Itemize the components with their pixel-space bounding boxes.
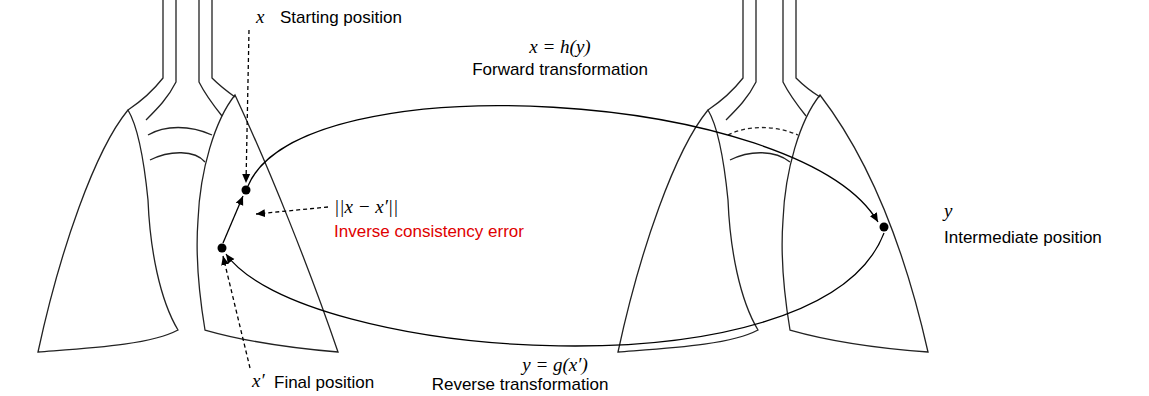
variable-label: y [944,200,952,222]
final-point [218,244,227,253]
equation-label: x = h(y) [529,36,590,58]
trachea [128,0,163,110]
reverse-arrow [226,233,884,346]
error-label: Inverse consistency error [334,222,524,242]
start-point [242,186,251,195]
trachea [199,0,222,116]
position-label: Final position [274,373,374,393]
heart-line [728,128,798,136]
leader-line [256,207,328,214]
transformation-label: Reverse transformation [432,375,609,395]
position-label: Intermediate position [944,228,1102,248]
leader-line [246,30,249,183]
intermediate-point [880,223,889,232]
trachea [783,0,806,116]
trachea [708,0,743,110]
trachea [796,0,820,97]
forward-arrow [248,106,878,222]
trachea [146,0,176,120]
error-formula: ||x − x′|| [334,196,398,218]
lung-outline [197,95,338,352]
lung-outline [38,110,178,352]
trachea [726,0,756,120]
trachea [212,0,235,97]
variable-label: x [256,6,264,28]
equation-label: y = g(x′) [522,354,588,376]
heart-line [148,128,212,136]
lung-outline [782,95,928,352]
leader-line [223,256,250,368]
position-label: Starting position [280,8,402,28]
heart-line [730,153,790,162]
transformation-label: Forward transformation [472,60,648,80]
error-arrow [223,196,243,243]
variable-label: x′ [252,370,265,392]
lung-outline [618,110,758,352]
heart-line [150,153,205,162]
